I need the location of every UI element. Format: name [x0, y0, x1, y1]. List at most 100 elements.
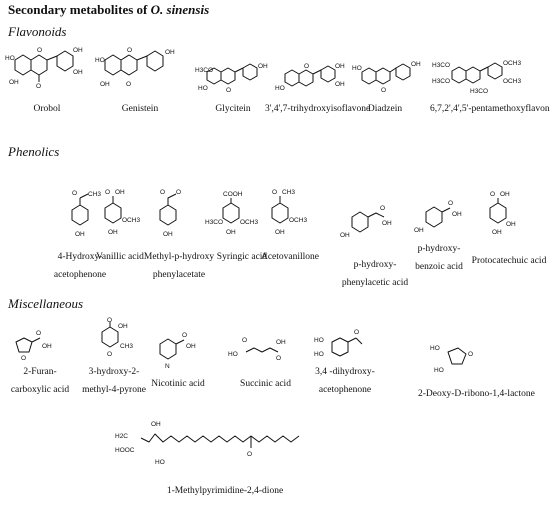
- svg-text:O: O: [468, 351, 473, 358]
- svg-text:OH: OH: [276, 339, 286, 346]
- svg-text:HO: HO: [5, 55, 15, 62]
- svg-text:OH: OH: [115, 189, 125, 196]
- svg-text:OH: OH: [275, 229, 285, 236]
- svg-text:OH: OH: [165, 49, 175, 56]
- svg-text:O: O: [21, 355, 26, 362]
- svg-text:O: O: [490, 191, 495, 198]
- acetovanillone-structure: O CH3 OCH3 OH: [271, 189, 307, 236]
- orobol-structure: O O HO OH OH OH: [5, 47, 83, 90]
- svg-text:O: O: [72, 190, 77, 197]
- svg-text:O: O: [127, 47, 132, 54]
- label-3-hydroxy-2-methyl-4-pyrone: 3-hydroxy-2-methyl-4-pyrone: [82, 367, 146, 396]
- glycitein-structure: H3CO HO OH O: [195, 63, 268, 94]
- svg-text:O: O: [272, 189, 277, 196]
- label-nicotinic-acid: Nicotinic acid: [151, 379, 205, 389]
- svg-text:O: O: [160, 189, 165, 196]
- svg-text:H3CO: H3CO: [195, 67, 213, 74]
- svg-text:O: O: [242, 337, 247, 344]
- section-heading-flavonoids: Flavonoids: [8, 24, 67, 39]
- svg-text:O: O: [182, 332, 187, 339]
- svg-text:O: O: [354, 329, 359, 336]
- svg-text:H3CO: H3CO: [205, 219, 223, 226]
- label-syringic-acid: Syringic acid: [216, 252, 268, 262]
- svg-text:OH: OH: [226, 229, 236, 236]
- label-1-methylpyrimidine-dione: 1-Methylpyrimidine-2,4-dione: [166, 486, 284, 496]
- svg-text:HO: HO: [275, 85, 285, 92]
- label-trihydroxyisoflavone: 3',4',7-trihydroxyisoflavone: [265, 104, 371, 114]
- svg-text:OH: OH: [75, 231, 85, 238]
- label-diadzein: Diadzein: [367, 104, 403, 114]
- svg-text:H3CO: H3CO: [432, 62, 450, 69]
- svg-text:OH: OH: [411, 61, 421, 68]
- svg-text:OH: OH: [335, 81, 345, 88]
- svg-text:OH: OH: [382, 220, 392, 227]
- svg-text:OH: OH: [414, 227, 424, 234]
- svg-text:CH3: CH3: [282, 189, 295, 196]
- svg-text:OH: OH: [506, 221, 516, 228]
- svg-text:OH: OH: [9, 79, 19, 86]
- label-pentamethoxyflavone: 6,7,2',4',5'-pentamethoxyflavone: [430, 104, 550, 114]
- svg-text:H2C: H2C: [115, 433, 128, 440]
- svg-text:HO: HO: [228, 351, 238, 358]
- label-genistein: Genistein: [121, 104, 159, 114]
- p-hydroxybenzoic-acid-structure: O OH OH: [414, 200, 462, 234]
- svg-text:OH: OH: [108, 229, 118, 236]
- label-succinic-acid: Succinic acid: [240, 379, 291, 389]
- svg-text:OH: OH: [500, 191, 510, 198]
- svg-text:OH: OH: [151, 421, 161, 428]
- long-chain-metabolite-structure: H2C HOOC OH HO O: [115, 421, 300, 466]
- deoxyribonolactone-structure: HO O HO: [430, 345, 473, 374]
- svg-text:CH3: CH3: [88, 191, 101, 198]
- succinic-acid-structure: O HO OH O: [228, 337, 286, 362]
- label-vanillic-acid: Vanillic acid: [96, 252, 144, 262]
- svg-text:CH3: CH3: [120, 343, 133, 350]
- svg-text:HO: HO: [95, 57, 105, 64]
- svg-text:O: O: [247, 451, 252, 458]
- svg-text:O: O: [107, 317, 112, 324]
- svg-text:O: O: [448, 200, 453, 207]
- svg-text:O: O: [36, 330, 41, 337]
- svg-text:HO: HO: [198, 85, 208, 92]
- figure-title: Secondary metabolites of O. sinensis: [8, 2, 210, 17]
- svg-text:O: O: [276, 355, 281, 362]
- svg-text:OH: OH: [100, 81, 110, 88]
- svg-text:OH: OH: [118, 323, 128, 330]
- furancarboxylic-acid-structure: O O OH: [15, 330, 52, 362]
- maltol-structure: O OH CH3 O: [101, 317, 133, 358]
- svg-text:OCH3: OCH3: [503, 60, 521, 67]
- svg-text:H3CO: H3CO: [432, 78, 450, 85]
- svg-text:OH: OH: [163, 231, 173, 238]
- label-p-hydroxyphenylacetic-acid: p-hydroxy-phenylacetic acid: [341, 260, 409, 289]
- svg-text:OH: OH: [42, 343, 52, 350]
- label-2-deoxy-d-ribono-lactone: 2-Deoxy-D-ribono-1,4-lactone: [418, 389, 535, 399]
- svg-text:HO: HO: [155, 459, 165, 466]
- svg-text:OH: OH: [73, 47, 83, 54]
- section-heading-miscellaneous: Miscellaneous: [8, 296, 84, 311]
- svg-text:OH: OH: [258, 63, 268, 70]
- svg-text:OH: OH: [186, 343, 196, 350]
- svg-text:O: O: [176, 189, 181, 196]
- dihydroxyacetophenone-structure: HO HO O: [314, 329, 363, 358]
- label-protocatechuic-acid: Protocatechuic acid: [471, 256, 547, 266]
- svg-text:OCH3: OCH3: [503, 78, 521, 85]
- svg-text:O: O: [36, 83, 41, 90]
- svg-text:H3CO: H3CO: [470, 88, 488, 95]
- svg-text:O: O: [107, 351, 112, 358]
- hydroxyacetophenone-structure: O CH3 OH: [71, 190, 101, 238]
- trihydroxyisoflavone-structure: HO OH OH O: [275, 63, 345, 92]
- svg-text:O: O: [226, 87, 231, 94]
- pentamethoxyflavone-structure: H3CO H3CO OCH3 OCH3 H3CO: [432, 60, 521, 95]
- svg-text:COOH: COOH: [223, 191, 243, 198]
- label-3-4-dihydroxyacetophenone: 3,4 -dihydroxy-acetophenone: [315, 367, 375, 396]
- svg-text:HO: HO: [430, 345, 440, 352]
- svg-text:HO: HO: [352, 65, 362, 72]
- svg-text:OCH3: OCH3: [240, 219, 258, 226]
- protocatechuic-acid-structure: O OH OH OH: [489, 191, 516, 236]
- svg-text:O: O: [381, 87, 386, 94]
- svg-text:N: N: [165, 363, 170, 370]
- label-p-hydroxybenzoic-acid: p-hydroxy-benzoic acid: [415, 244, 463, 273]
- svg-text:OCH3: OCH3: [289, 217, 307, 224]
- svg-text:HO: HO: [314, 337, 324, 344]
- label-orobol: Orobol: [33, 104, 61, 114]
